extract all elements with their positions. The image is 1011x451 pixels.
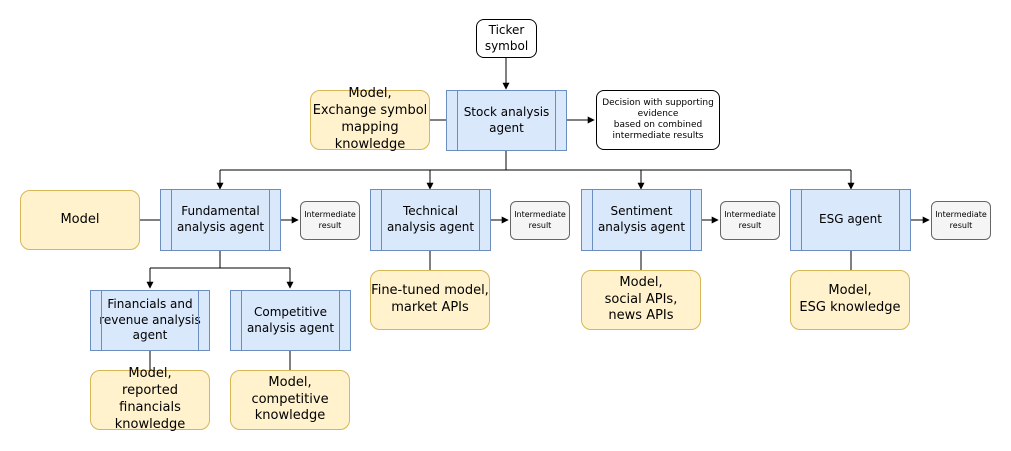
esg-resource: Model, ESG knowledge — [790, 270, 910, 330]
sentiment-resource: Model, social APIs, news APIs — [581, 270, 701, 330]
fundamental-analysis-agent: Fundamental analysis agent — [160, 189, 281, 251]
technical-intermediate-result: Intermediate result — [510, 201, 570, 240]
stock-agent-resource: Model, Exchange symbol mapping knowledge — [310, 86, 430, 152]
sentiment-analysis-agent: Sentiment analysis agent — [581, 189, 702, 251]
technical-resource: Fine-tuned model, market APIs — [370, 270, 490, 330]
competitive-analysis-agent: Competitive analysis agent — [230, 290, 351, 351]
technical-analysis-agent: Technical analysis agent — [370, 189, 491, 251]
sentiment-intermediate-result: Intermediate result — [720, 201, 780, 240]
decision-node: Decision with supporting evidence based … — [596, 90, 720, 150]
financials-resource: Model, reported financials knowledge — [90, 366, 210, 432]
competitive-resource: Model, competitive knowledge — [230, 370, 350, 430]
fundamental-resource: Model — [20, 190, 140, 250]
ticker-symbol-node: Ticker symbol — [476, 19, 537, 58]
esg-agent: ESG agent — [790, 189, 911, 251]
stock-analysis-agent: Stock analysis agent — [446, 90, 567, 151]
esg-intermediate-result: Intermediate result — [931, 201, 991, 240]
fundamental-intermediate-result: Intermediate result — [300, 201, 360, 240]
financials-revenue-analysis-agent: Financials and revenue analysis agent — [90, 290, 210, 351]
